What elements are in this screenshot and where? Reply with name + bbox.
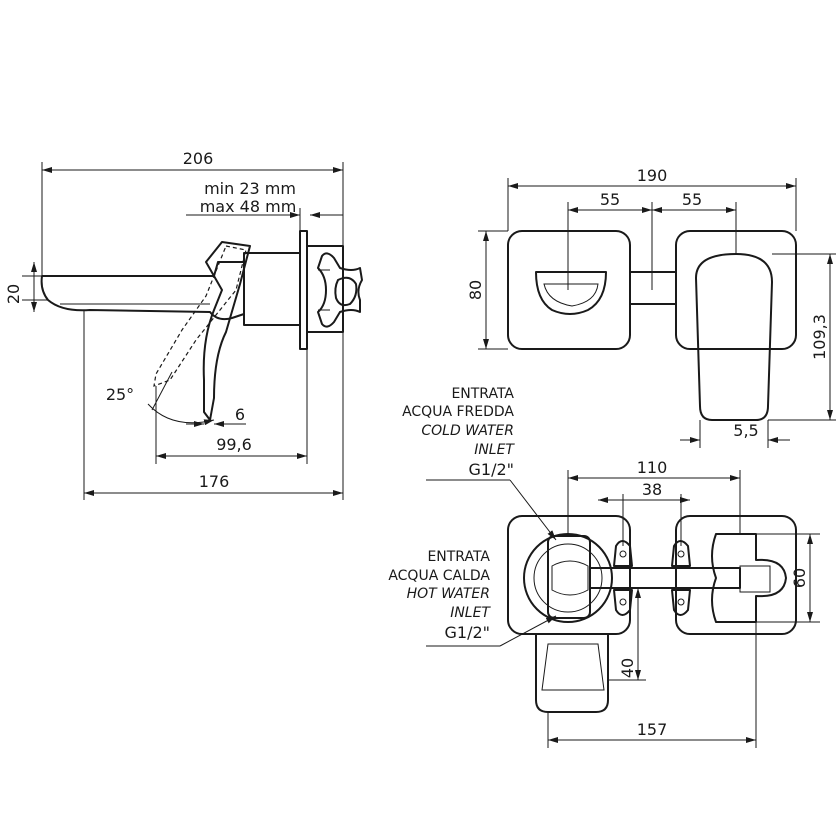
svg-text:COLD WATER: COLD WATER xyxy=(421,423,514,439)
right-valve xyxy=(711,533,787,623)
dim-wall-max: max 48 mm xyxy=(200,197,297,216)
cartridge-knob xyxy=(317,252,363,328)
side-view: 206 min 23 mm max 48 mm 20 25° 6 99,6 17… xyxy=(4,149,363,500)
dim-99-label: 99,6 xyxy=(216,435,252,454)
svg-text:G1/2": G1/2" xyxy=(444,623,490,642)
svg-text:INLET: INLET xyxy=(474,442,515,458)
dim-55-left-label: 55 xyxy=(600,190,620,209)
wall-plate xyxy=(299,230,308,350)
mount-brackets xyxy=(613,540,691,616)
dim-angle-label: 25° xyxy=(106,385,134,404)
front-view: 190 55 55 80 109,3 5,5 xyxy=(466,166,836,448)
front-lever xyxy=(695,253,773,421)
dim-60-label: 60 xyxy=(790,568,809,588)
dim-55-right-label: 55 xyxy=(682,190,702,209)
svg-text:G1/2": G1/2" xyxy=(468,460,514,479)
dim-40-label: 40 xyxy=(618,658,637,678)
svg-text:ACQUA FREDDA: ACQUA FREDDA xyxy=(402,404,514,420)
svg-text:INLET: INLET xyxy=(450,605,491,621)
dim-206-label: 206 xyxy=(183,149,214,168)
svg-text:ENTRATA: ENTRATA xyxy=(427,549,490,565)
left-plate xyxy=(507,230,631,350)
dim-110-label: 110 xyxy=(637,458,668,477)
svg-text:HOT WATER: HOT WATER xyxy=(407,586,490,602)
hot-inlet-label: ENTRATA ACQUA CALDA HOT WATER INLET G1/2… xyxy=(388,549,557,647)
rough-in-view: 110 38 60 40 157 ENTRATA ACQUA FREDDA CO… xyxy=(388,386,820,748)
cartridge-cap xyxy=(306,245,344,333)
dim-190-label: 190 xyxy=(637,166,668,185)
dim-5-label: 5,5 xyxy=(733,421,758,440)
cold-inlet-label: ENTRATA ACQUA FREDDA COLD WATER INLET G1… xyxy=(402,386,557,541)
dim-157-label: 157 xyxy=(637,720,668,739)
dim-80-label: 80 xyxy=(466,280,485,300)
spout xyxy=(40,261,245,321)
lever-rotated xyxy=(153,245,247,387)
valve-ring xyxy=(523,533,613,623)
lower-extension xyxy=(535,633,609,713)
right-box xyxy=(675,515,797,635)
dim-20-label: 20 xyxy=(4,284,23,304)
mixer-body xyxy=(243,252,301,326)
dim-38-label: 38 xyxy=(642,480,662,499)
dim-176-label: 176 xyxy=(199,472,230,491)
dim-6-label: 6 xyxy=(235,405,245,424)
dim-wall-min: min 23 mm xyxy=(204,179,296,198)
left-box xyxy=(507,515,631,635)
svg-text:ACQUA CALDA: ACQUA CALDA xyxy=(388,568,490,584)
svg-text:ENTRATA: ENTRATA xyxy=(451,386,514,402)
spout-connector xyxy=(629,271,677,305)
spout-outlet xyxy=(535,271,607,315)
dim-109-label: 109,3 xyxy=(810,314,829,360)
lever xyxy=(202,241,251,421)
